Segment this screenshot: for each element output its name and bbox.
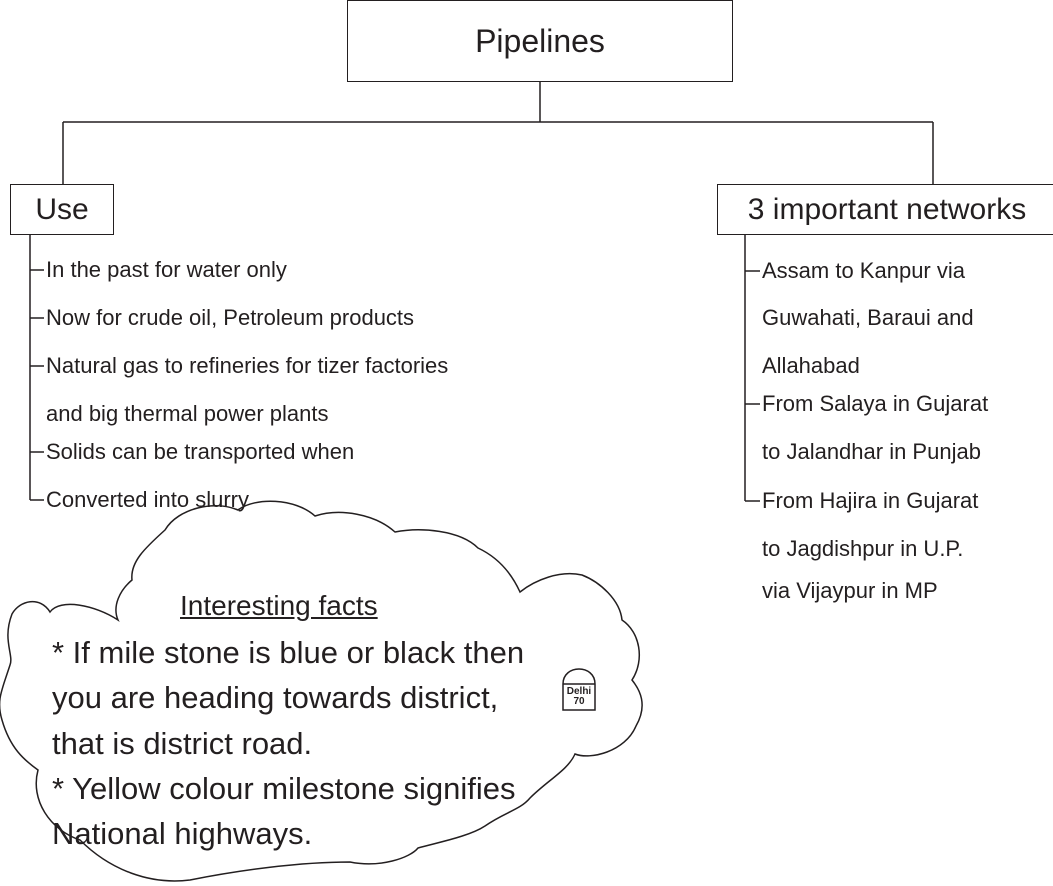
milestone-place: Delhi [566, 686, 592, 697]
network-item: via Vijaypur in MP [762, 578, 938, 603]
network-item: From Salaya in Gujarat [762, 391, 989, 416]
use-item: Solids can be transported when [46, 439, 355, 464]
network-item: to Jalandhar in Punjab [762, 439, 981, 464]
network-item: Assam to Kanpur via [762, 258, 965, 283]
networks-node: 3 important networks [717, 184, 1053, 235]
use-title: Use [35, 192, 89, 226]
network-item: Allahabad [762, 353, 860, 378]
milestone-icon: Delhi 70 [563, 668, 595, 710]
fact-line: that is district road. [52, 726, 313, 761]
networks-title: 3 important networks [747, 192, 1027, 226]
use-item: Converted into slurry [46, 487, 249, 512]
network-item: From Hajira in Gujarat [762, 488, 979, 513]
milestone-distance: 70 [573, 696, 585, 707]
cloud-outline [0, 500, 643, 882]
use-item: Now for crude oil, Petroleum products [46, 305, 415, 330]
fact-line: you are heading towards district, [52, 680, 499, 715]
root-title: Pipelines [475, 22, 605, 59]
network-item: to Jagdishpur in U.P. [762, 536, 964, 561]
root-node: Pipelines [347, 0, 733, 82]
fact-line: * Yellow colour milestone signifies [52, 771, 516, 806]
network-item: Guwahati, Baraui and [762, 305, 974, 330]
facts-title: Interesting facts [180, 590, 378, 621]
use-node: Use [10, 184, 114, 235]
fact-line: * If mile stone is blue or black then [52, 635, 525, 670]
use-item: In the past for water only [46, 257, 287, 282]
use-item: Natural gas to refineries for tizer fact… [46, 353, 449, 378]
use-item: and big thermal power plants [46, 401, 329, 426]
fact-line: National highways. [52, 816, 313, 851]
